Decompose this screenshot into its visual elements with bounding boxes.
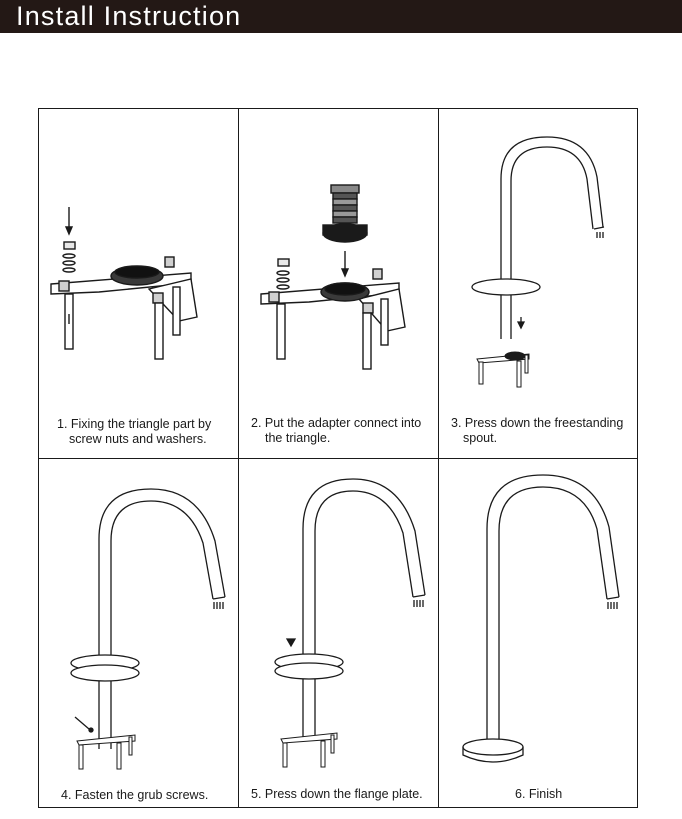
step-2-panel: 2. Put the adapter connect into the tria…: [239, 109, 438, 458]
down-arrow-icon: [516, 321, 526, 330]
flange-plate: [462, 738, 524, 756]
flange-plate: [471, 278, 541, 296]
step-2-caption: 2. Put the adapter connect into: [251, 416, 422, 430]
step-3-illustration: [471, 136, 605, 388]
flange-plate: [274, 662, 344, 680]
down-arrow-icon: [64, 226, 74, 236]
step-4-panel: 4. Fasten the grub screws.: [39, 459, 238, 808]
step-2-illustration: [260, 184, 406, 370]
step-6-illustration: [462, 474, 620, 763]
step-1-illustration: [50, 207, 198, 360]
triangle-bracket: [76, 734, 136, 770]
step-1-panel: 1. Fixing the triangle part by screw nut…: [39, 109, 238, 458]
step-6-panel: 6. Finish: [439, 459, 638, 808]
triangle-bracket: [280, 732, 338, 768]
triangle-bracket: [260, 268, 406, 370]
step-3-caption: 3. Press down the freestanding: [451, 416, 624, 430]
step-3-caption: spout.: [463, 431, 498, 445]
header-bar: Install Instruction: [0, 0, 682, 33]
step-6-caption: 6. Finish: [515, 787, 563, 801]
grub-screw: [74, 716, 90, 730]
page-title: Install Instruction: [16, 1, 242, 31]
spout: [462, 474, 620, 763]
spout: [70, 488, 226, 749]
triangle-bracket: [50, 256, 198, 360]
spout: [274, 478, 426, 739]
step-3-panel: 3. Press down the freestanding spout.: [439, 109, 638, 458]
step-5-caption: 5. Press down the flange plate.: [251, 787, 423, 801]
step-2-caption: the triangle.: [265, 431, 331, 445]
grid-divider: [39, 458, 637, 459]
step-4-illustration: [70, 488, 226, 770]
down-arrow-icon: [285, 638, 297, 648]
step-4-caption: 4. Fasten the grub screws.: [61, 788, 209, 802]
adapter: [322, 184, 368, 243]
step-5-illustration: [274, 478, 426, 768]
step-1-caption: 1. Fixing the triangle part by: [57, 417, 212, 431]
flange-plate: [70, 664, 140, 682]
step-1-caption: screw nuts and washers.: [69, 432, 207, 446]
spout: [471, 136, 605, 339]
triangle-bracket: [476, 351, 530, 388]
down-arrow-icon: [340, 268, 350, 278]
step-5-panel: 5. Press down the flange plate.: [239, 459, 438, 808]
instruction-grid: 1. Fixing the triangle part by screw nut…: [38, 108, 638, 808]
